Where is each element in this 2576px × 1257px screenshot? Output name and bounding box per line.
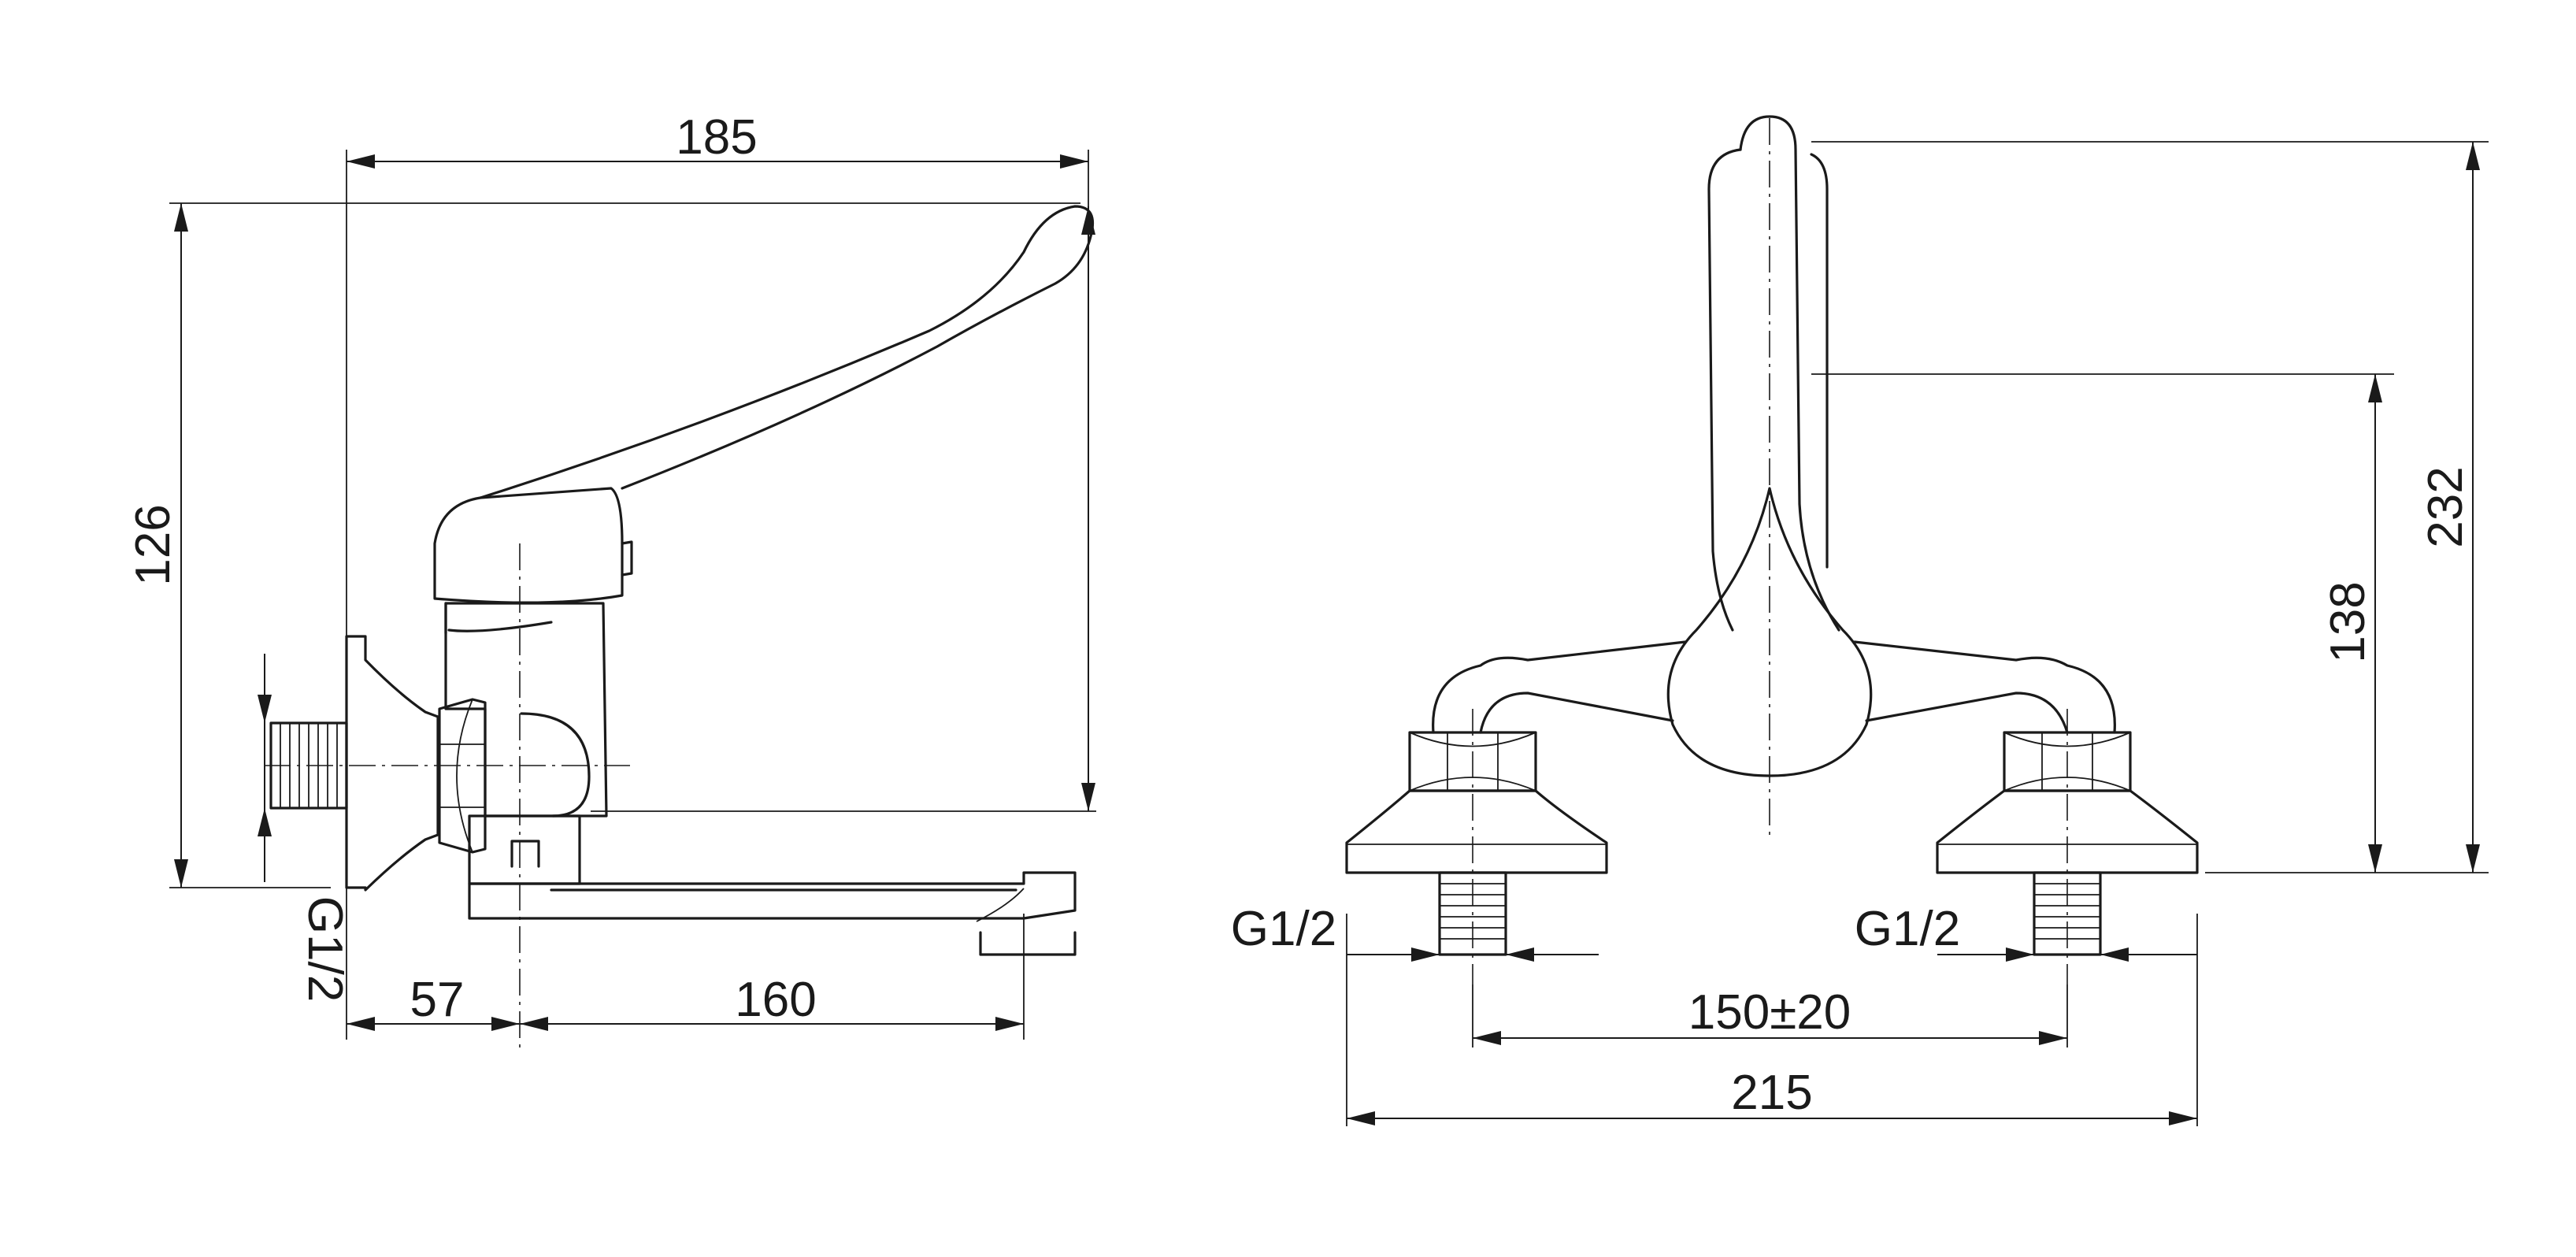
hex-nut [438,698,487,854]
dim-215-label: 215 [1731,1066,1812,1120]
dim-185-label: 185 [676,110,757,165]
cap-screw [621,540,633,577]
spout [468,871,1077,956]
left-flange [1345,789,1608,874]
dim-126-label: 126 [126,504,180,585]
body-boss [520,712,591,818]
dim-57-label: 57 [410,973,465,1027]
dim-160-label: 160 [735,973,816,1027]
dim-138-label: 138 [2321,581,2375,662]
front-extension-lines [1346,141,2489,1126]
body-skirt [444,602,553,635]
front-view: 232 138 G1/2 G1/2 150±20 215 [1231,115,2489,1126]
front-lever-back [1707,148,1742,632]
thread-label-right: G1/2 [1855,902,1960,956]
dim-150-label: 150±20 [1688,985,1851,1040]
lever-handle [479,205,1095,499]
cartridge-cap [433,487,624,604]
right-flange [1936,789,2199,874]
dim-232-label: 232 [2418,466,2473,547]
mixer-body [444,602,608,818]
thread-label-side: G1/2 [298,896,352,1002]
wall-flange [345,635,439,892]
front-crossbar [1432,640,2116,734]
front-lever [1739,115,1840,632]
thread-label-left: G1/2 [1231,902,1336,956]
side-view: 185 126 G1/2 57 160 [126,110,1096,1048]
